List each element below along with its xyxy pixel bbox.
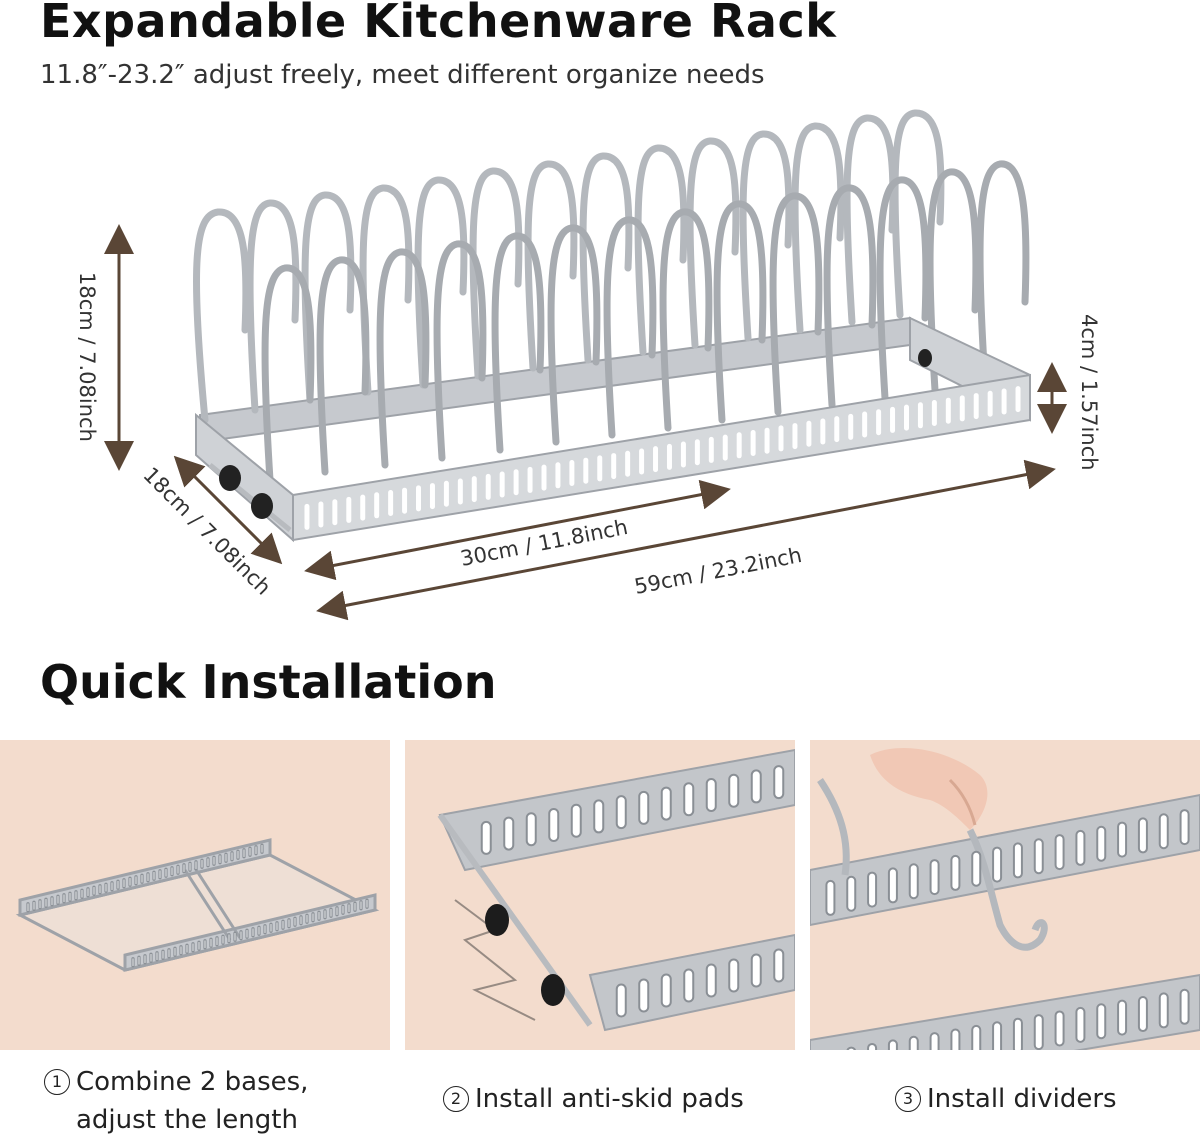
step-3-text: Install dividers	[927, 1084, 1117, 1114]
step-1-number: 1	[44, 1069, 70, 1095]
long-length-dimension-label: 59cm / 23.2inch	[632, 543, 803, 599]
dimension-arrows	[104, 224, 1067, 621]
installation-title: Quick Installation	[40, 655, 497, 709]
anti-skid-pad-icon	[485, 904, 509, 936]
base-height-dimension-label: 4cm / 1.57inch	[1077, 314, 1101, 471]
short-length-dimension-label: 30cm / 11.8inch	[458, 515, 629, 571]
step-2-image	[405, 740, 795, 1050]
step-2-text: Install anti-skid pads	[475, 1084, 744, 1114]
step-3-number: 3	[895, 1086, 921, 1112]
step-1-image	[0, 740, 390, 1050]
step-1-text-line1: Combine 2 bases,	[76, 1067, 309, 1097]
page-subtitle: 11.8″-23.2″ adjust freely, meet differen…	[40, 60, 765, 90]
height-dimension-label: 18cm / 7.08inch	[75, 272, 99, 442]
page-title: Expandable Kitchenware Rack	[40, 0, 837, 48]
step-2-number: 2	[443, 1086, 469, 1112]
rack-dividers-front	[261, 160, 1030, 484]
step-1-text-line2: adjust the length	[76, 1105, 298, 1135]
rack-illustration: 18cm / 7.08inch 18cm / 7.08inch 30cm / 1…	[75, 109, 1101, 621]
hand-illustration	[870, 747, 988, 830]
step-3-image	[810, 740, 1200, 1050]
